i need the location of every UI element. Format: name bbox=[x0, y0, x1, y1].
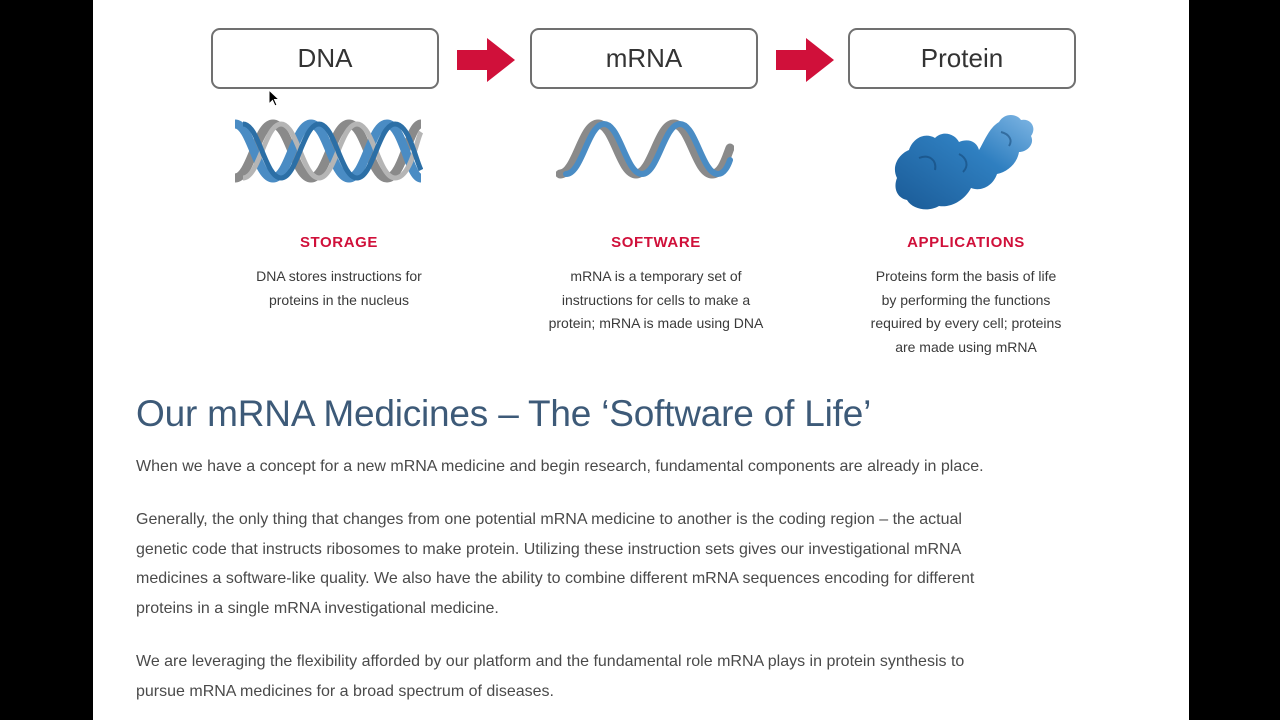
applications-title: APPLICATIONS bbox=[907, 234, 1025, 251]
protein-blob-icon bbox=[894, 115, 1034, 210]
paragraph-line: medicines a software-like quality. We al… bbox=[136, 570, 975, 587]
mrna-box: mRNA bbox=[530, 28, 758, 89]
dna-helix-icon bbox=[233, 119, 423, 183]
description-line: proteins in the nucleus bbox=[268, 291, 410, 308]
software-description: mRNA is a temporary set of instructions … bbox=[506, 265, 806, 336]
description-line: instructions for cells to make a bbox=[561, 291, 751, 308]
description-line: protein; mRNA is made using DNA bbox=[548, 315, 764, 331]
arrow-right-icon bbox=[776, 38, 834, 82]
article-paragraph-1: When we have a concept for a new mRNA me… bbox=[136, 452, 1136, 482]
description-line: DNA stores instructions for bbox=[256, 268, 422, 284]
paragraph-line: We are leveraging the flexibility afford… bbox=[136, 653, 965, 670]
article-paragraph-2: Generally, the only thing that changes f… bbox=[136, 505, 1136, 623]
protein-box: Protein bbox=[848, 28, 1076, 89]
article-paragraph-3: We are leveraging the flexibility afford… bbox=[136, 647, 1136, 706]
description-line: required by every cell; proteins bbox=[870, 315, 1062, 331]
paragraph-line: pursue mRNA medicines for a broad spectr… bbox=[136, 682, 554, 700]
paragraph-line: genetic code that instructs ribosomes to… bbox=[136, 540, 962, 558]
mouse-cursor-icon bbox=[269, 90, 281, 107]
page: DNA mRNA Protein STORAGE SOFTWARE APPLIC… bbox=[93, 0, 1189, 720]
paragraph-line: Generally, the only thing that changes f… bbox=[136, 511, 962, 528]
description-line: mRNA is a temporary set of bbox=[570, 268, 742, 284]
storage-description: DNA stores instructions for proteins in … bbox=[189, 265, 489, 312]
paragraph-line: When we have a concept for a new mRNA me… bbox=[136, 458, 984, 475]
mrna-strand-icon bbox=[556, 119, 734, 179]
description-line: are made using mRNA bbox=[895, 338, 1037, 355]
description-line: by performing the functions bbox=[881, 291, 1051, 308]
description-line: Proteins form the basis of life bbox=[875, 268, 1057, 284]
applications-description: Proteins form the basis of life by perfo… bbox=[816, 265, 1116, 359]
paragraph-line: proteins in a single mRNA investigationa… bbox=[136, 599, 499, 617]
storage-title: STORAGE bbox=[299, 234, 379, 251]
dna-box: DNA bbox=[211, 28, 439, 89]
software-title: SOFTWARE bbox=[611, 234, 701, 251]
arrow-right-icon bbox=[457, 38, 515, 82]
article-heading: Our mRNA Medicines – The ‘Software of Li… bbox=[136, 393, 872, 434]
